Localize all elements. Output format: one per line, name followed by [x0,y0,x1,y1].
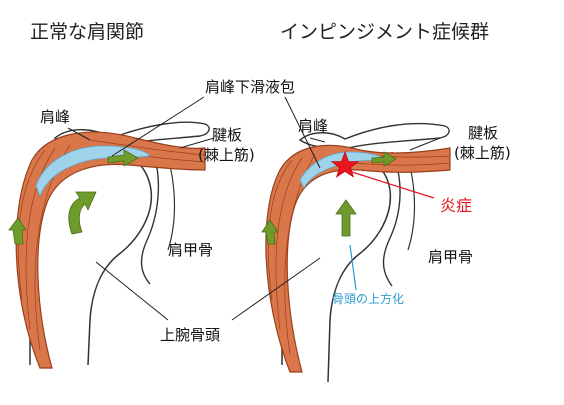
label-acromion-left: 肩峰 [40,108,70,126]
arrow-rotation-left [68,191,97,235]
heading-normal-shoulder: 正常な肩関節 [30,21,144,43]
arrow-muscle-pull-right [371,151,397,167]
label-scapula-right: 肩甲骨 [428,248,473,266]
leader-humeral-head-left [95,261,169,321]
scapula-outline-left [140,149,160,285]
arrow-upward-shift-right [335,199,357,237]
label-tendon-left-sub: (棘上筋) [198,146,255,164]
arrow-muscle-pull-left [107,149,139,167]
red-star-icon [330,151,360,178]
leader-bursa-left [111,96,205,157]
muscle-fiber [25,147,56,331]
label-subacromial-bursa: 肩峰下滑液包 [205,78,295,96]
leader-humeral-head-right [231,257,321,321]
muscle-fiber [17,149,46,301]
leader-tendon-right [409,137,441,151]
impingement-shoulder-figure [261,122,451,383]
normal-shoulder-figure [8,121,210,369]
label-scapula-left: 肩甲骨 [168,241,213,259]
scapula-outline-right [382,151,401,287]
bursa-left [35,145,151,198]
label-tendon-left: 腱板 [212,126,242,144]
label-humeral-head-upward: 骨頭の上方化 [332,291,404,306]
muscle-fiber [275,157,303,331]
label-inflammation: 炎症 [440,196,472,215]
arrow-deltoid-right [261,219,279,245]
label-tendon-right: 腱板 [468,124,498,142]
muscle-fiber [267,159,293,301]
label-humeral-head: 上腕骨頭 [160,326,220,344]
muscle-right [265,144,451,373]
leader-tendon-left [179,137,215,149]
label-acromion-right: 肩峰 [298,117,328,135]
leader-lines [67,96,441,321]
arrow-deltoid-left [8,217,27,245]
muscle-left [15,131,206,369]
heading-impingement: インピンジメント症候群 [280,21,489,43]
label-tendon-right-sub: (棘上筋) [454,144,511,162]
leader-acromion-right [309,137,326,143]
muscle-fiber [89,139,206,156]
leader-bursa-right [284,96,321,169]
leader-acromion-left [67,127,91,141]
leader-inflammation [351,171,435,199]
leader-humeral-head-upward [349,244,357,291]
